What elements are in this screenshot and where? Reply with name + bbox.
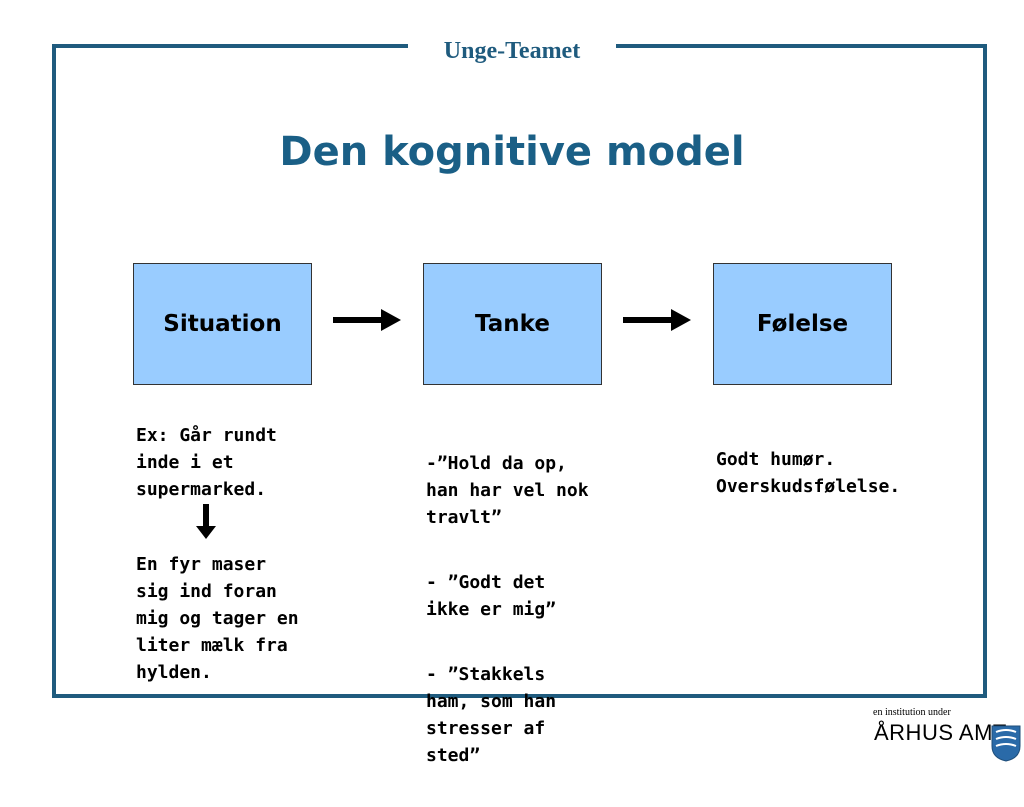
situation-box: Situation <box>133 263 312 385</box>
situation-example-text: Ex: Går rundt inde i et supermarked. <box>136 425 277 500</box>
thought-item: - ”Godt det ikke er mig” <box>426 572 557 620</box>
thought-label: Tanke <box>475 311 550 337</box>
thoughts-list: -”Hold da op, han har vel nok travlt” - … <box>426 423 626 807</box>
feeling-box: Følelse <box>713 263 892 385</box>
situation-event-text: En fyr maser sig ind foran mig og tager … <box>136 554 299 683</box>
slide-title: Den kognitive model <box>279 129 745 175</box>
shield-icon <box>991 725 1021 762</box>
arrow-right-icon <box>623 309 691 331</box>
arrow-right-icon <box>333 309 401 331</box>
situation-label: Situation <box>163 311 282 337</box>
thought-item: - ”Stakkels ham, som han stresser af ste… <box>426 664 557 766</box>
thought-box: Tanke <box>423 263 602 385</box>
feeling-label: Følelse <box>756 311 849 337</box>
feelings-text: Godt humør. Overskudsfølelse. <box>716 449 901 497</box>
footer-brand: ÅRHUS AMT <box>874 720 1007 745</box>
header-title: Unge-Teamet <box>408 36 616 66</box>
arrow-down-icon <box>196 504 216 539</box>
footer-caption: en institution under <box>873 707 951 718</box>
thought-item: -”Hold da op, han har vel nok travlt” <box>426 453 589 528</box>
